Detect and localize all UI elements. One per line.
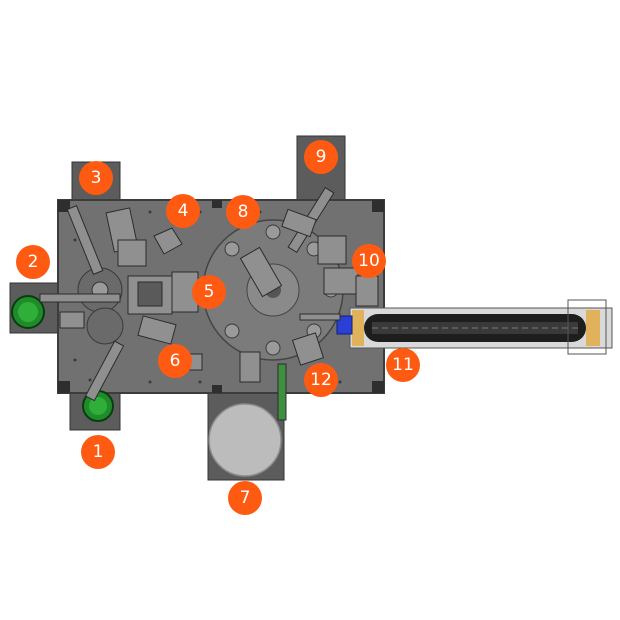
callout-label: 7 [240, 488, 251, 508]
callout-label: 4 [178, 201, 189, 221]
callout-1: 1 [81, 435, 115, 469]
left-vibratory-bowl [11, 295, 45, 329]
callout-label: 5 [204, 282, 215, 302]
callout-label: 2 [28, 252, 39, 272]
callout-3: 3 [79, 161, 113, 195]
callout-9: 9 [304, 140, 338, 174]
callouts: 1 2 3 4 5 6 7 8 [16, 140, 420, 515]
corner-bolts [58, 200, 384, 393]
callout-label: 9 [316, 147, 327, 167]
storage-drum [208, 403, 282, 477]
callout-label: 11 [392, 355, 414, 375]
station-machinery [59, 207, 379, 383]
callout-label: 10 [358, 251, 380, 271]
blue-transfer-block [336, 315, 353, 335]
callout-6: 6 [158, 344, 192, 378]
callout-label: 3 [91, 168, 102, 188]
callout-5: 5 [192, 275, 226, 309]
callout-10: 10 [352, 244, 386, 278]
callout-label: 6 [170, 351, 181, 371]
callout-4: 4 [166, 194, 200, 228]
output-conveyor [349, 299, 613, 355]
callout-8: 8 [226, 195, 260, 229]
callout-label: 1 [93, 442, 104, 462]
callout-label: 8 [238, 202, 249, 222]
callout-2: 2 [16, 245, 50, 279]
callout-7: 7 [228, 481, 262, 515]
callout-11: 11 [386, 348, 420, 382]
callout-12: 12 [304, 363, 338, 397]
callout-label: 12 [310, 370, 332, 390]
